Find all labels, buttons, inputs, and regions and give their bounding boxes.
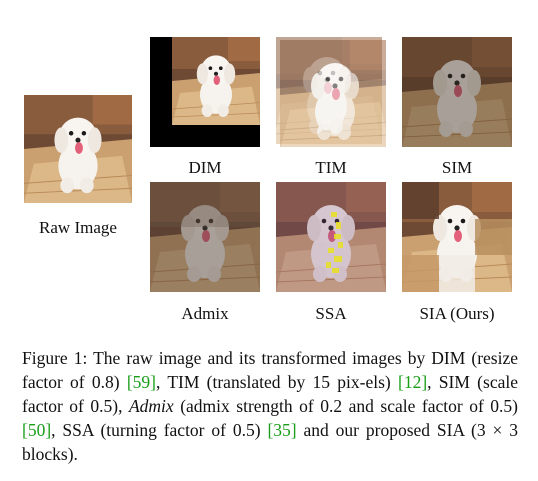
ssa-panel [276, 182, 386, 292]
caption-text-2: , TIM (translated by 15 pix-els) [156, 372, 399, 392]
sia-label: SIA (Ours) [419, 304, 495, 323]
citation-12[interactable]: [12] [398, 372, 428, 392]
caption-text-5: , SSA (turning factor of 0.5) [51, 420, 268, 440]
figure-caption: Figure 1: The raw image and its transfor… [22, 346, 518, 466]
sia-image [402, 182, 512, 292]
caption-text-4: (admix strength of 0.2 and scale factor … [173, 396, 518, 416]
ssa-image [276, 182, 386, 292]
sim-image [402, 37, 512, 147]
admix-panel [150, 182, 260, 292]
dim-panel [150, 37, 260, 147]
raw-image-panel [24, 95, 132, 203]
citation-50[interactable]: [50] [22, 420, 52, 440]
sia-panel [402, 182, 512, 292]
tim-label: TIM [315, 158, 347, 177]
citation-35[interactable]: [35] [267, 420, 297, 440]
ssa-label: SSA [315, 304, 347, 323]
caption-text-6: and our proposed SIA (3 × 3 blocks). [22, 420, 518, 464]
dim-label: DIM [188, 158, 222, 177]
admix-image [150, 182, 260, 292]
tim-image [276, 37, 386, 147]
raw-image-label: Raw Image [39, 218, 117, 237]
caption-admix-italic: Admix [128, 396, 174, 416]
sim-panel [402, 37, 512, 147]
admix-label: Admix [181, 304, 229, 323]
tim-panel [276, 37, 386, 147]
caption-text-1: Figure 1: The raw image and its transfor… [22, 348, 518, 392]
caption-text-3: , SIM (scale factor of 0.5), [22, 372, 518, 416]
dog-image [24, 95, 132, 203]
dim-image [150, 37, 260, 147]
sim-label: SIM [441, 158, 473, 177]
citation-59[interactable]: [59] [126, 372, 157, 392]
